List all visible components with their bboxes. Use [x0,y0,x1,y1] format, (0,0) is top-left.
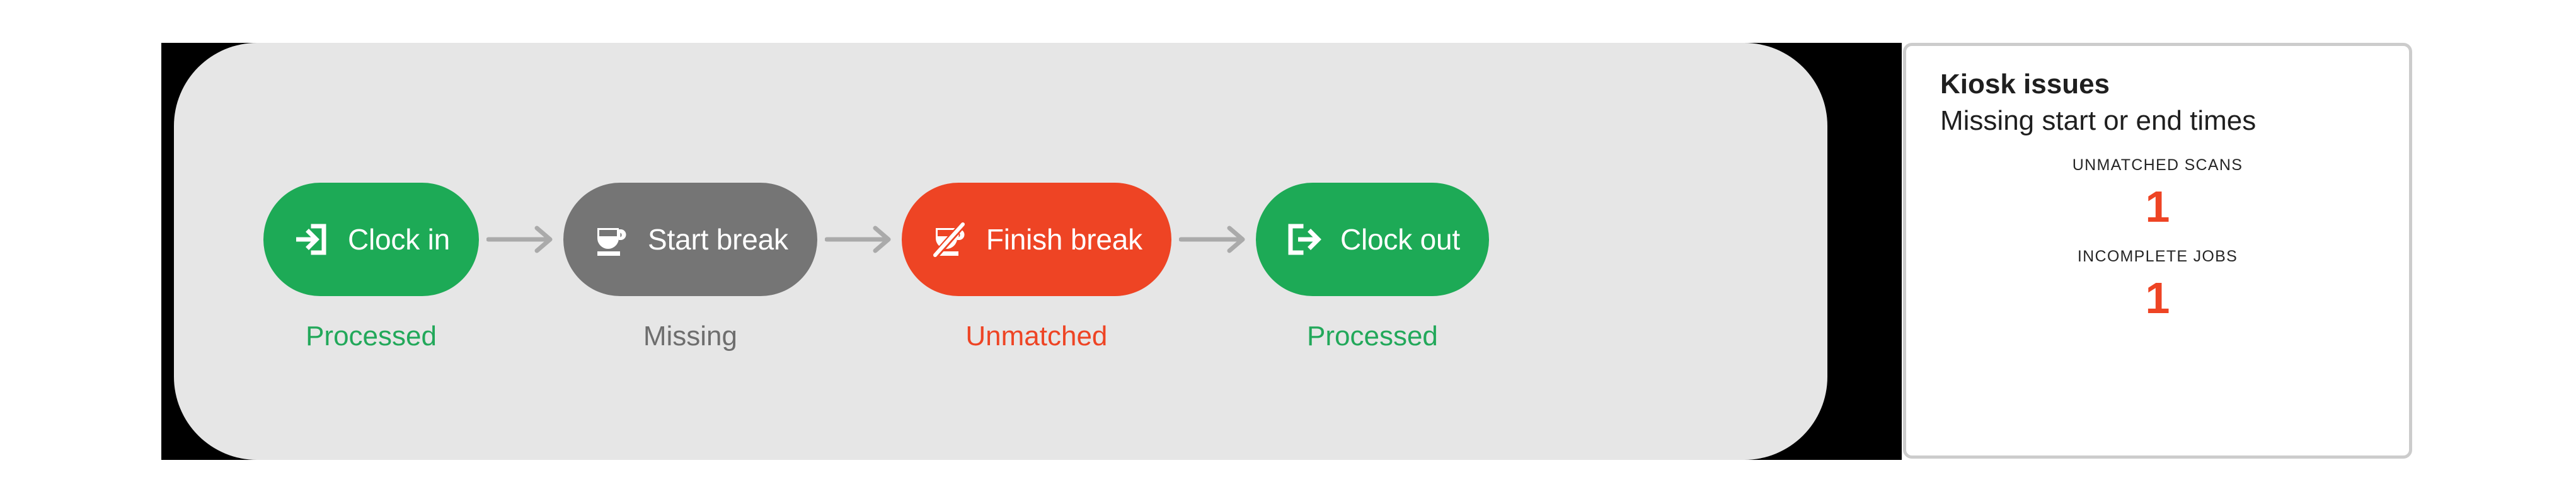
finish-break-status: Unmatched [965,321,1108,352]
stat-unmatched-scans-label: UNMATCHED SCANS [2072,156,2243,175]
arrow-right-icon [1178,225,1248,254]
arrow-right-icon [824,225,894,254]
flow-connector-1 [479,183,563,296]
stat-incomplete-jobs-value: 1 [2145,273,2170,323]
clock-in-arrow-icon [292,220,331,259]
stat-incomplete-jobs: INCOMPLETE JOBS 1 [1906,248,2409,323]
flow-step-clock-out[interactable]: Clock out Processed [1255,183,1489,352]
clock-in-status: Processed [306,321,437,352]
clock-out-label: Clock out [1340,223,1460,256]
kiosk-event-flow: Clock in Processed S [263,183,1489,350]
clock-out-status: Processed [1307,321,1438,352]
finish-break-label: Finish break [986,223,1142,256]
clock-out-pill[interactable]: Clock out [1255,183,1489,296]
kiosk-issues-subheading: Missing start or end times [1940,105,2257,136]
clock-out-arrow-icon [1285,220,1324,259]
flow-step-start-break[interactable]: Start break Missing [563,183,817,350]
clock-in-pill[interactable]: Clock in [263,183,480,296]
kiosk-issues-heading: Kiosk issues [1940,69,2110,100]
start-break-status: Missing [643,321,737,352]
stat-unmatched-scans-value: 1 [2145,182,2170,232]
stat-unmatched-scans: UNMATCHED SCANS 1 [1906,158,2409,229]
flow-connector-3 [1171,183,1256,296]
kiosk-issues-card[interactable]: Kiosk issues Missing start or end times … [1903,43,2412,459]
coffee-cup-slashed-icon [931,220,970,259]
finish-break-pill[interactable]: Finish break [901,183,1171,296]
flow-connector-2 [817,183,902,296]
start-break-label: Start break [648,223,788,256]
flow-step-finish-break[interactable]: Finish break Unmatched [901,183,1171,352]
stat-incomplete-jobs-label: INCOMPLETE JOBS [2077,248,2238,266]
start-break-pill[interactable]: Start break [563,183,817,296]
clock-in-label: Clock in [348,223,451,256]
flow-step-clock-in[interactable]: Clock in Processed [263,183,480,352]
arrow-right-icon [486,225,556,254]
coffee-cup-icon [592,220,631,259]
